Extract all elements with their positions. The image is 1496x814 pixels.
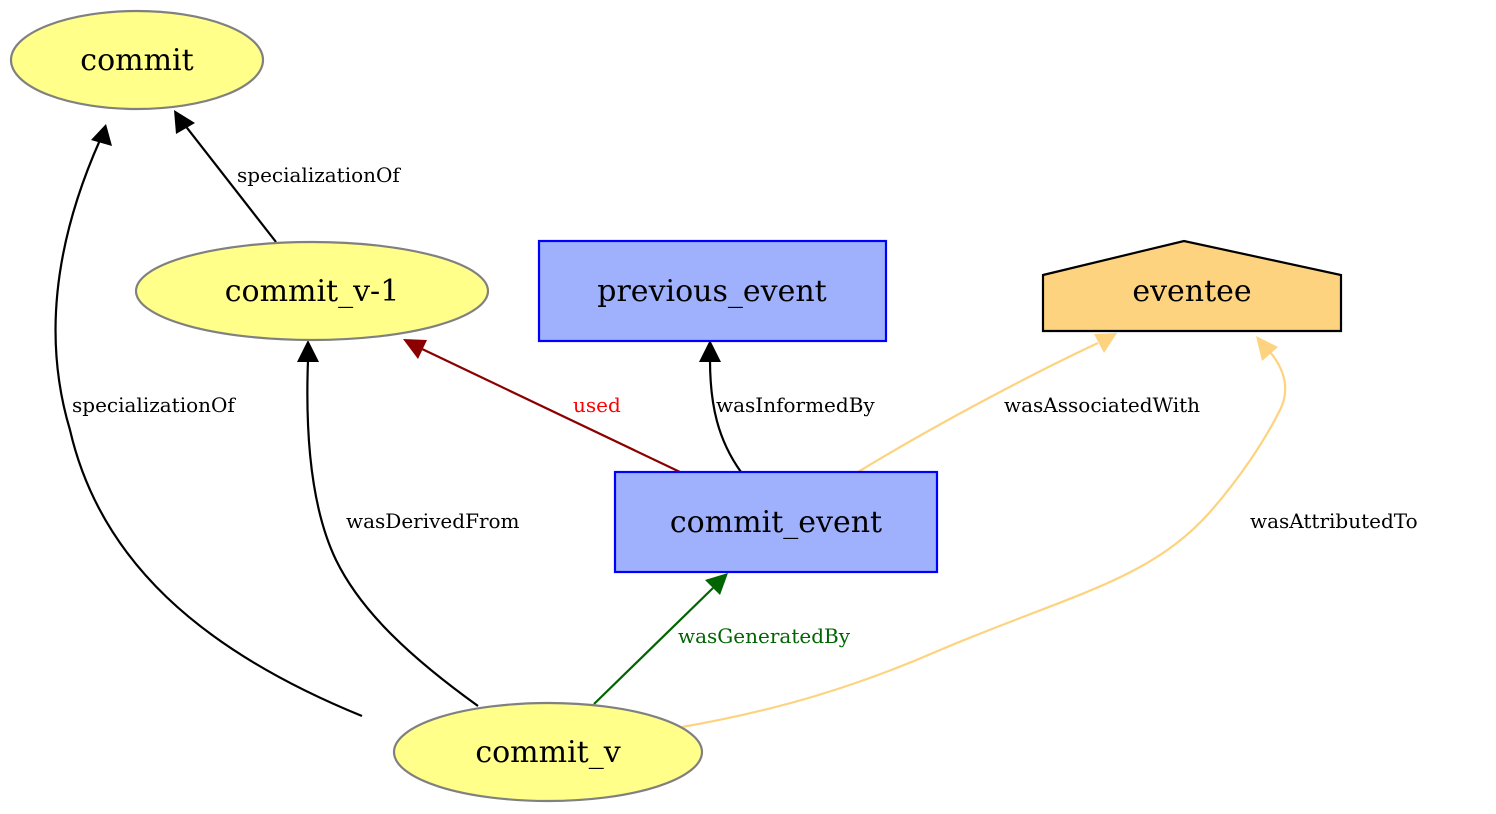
edge-label-specializationof-1: specializationOf (237, 163, 401, 187)
edge-was-derived-from: wasDerivedFrom (297, 340, 520, 707)
arrowhead (91, 124, 112, 146)
edge-was-associated-with: wasAssociatedWith (857, 333, 1200, 473)
edge-line (708, 359, 742, 473)
edge-line (681, 351, 1287, 729)
arrowhead (705, 573, 728, 595)
node-label: commit_v (475, 735, 620, 770)
node-label: commit_v-1 (225, 274, 400, 309)
edge-label-wasderivedfrom: wasDerivedFrom (346, 509, 520, 533)
arrowhead (699, 340, 721, 362)
node-commit-event[interactable]: commit_event (613, 470, 939, 574)
node-eventee[interactable]: eventee (1041, 239, 1343, 333)
node-commit[interactable]: commit (9, 9, 265, 111)
edge-label-wasinformedby: wasInformedBy (716, 393, 875, 417)
edge-was-generated-by: wasGeneratedBy (593, 573, 851, 705)
node-label: eventee (1132, 274, 1251, 309)
edge-label-specializationof-2: specializationOf (72, 393, 236, 417)
activity-box (613, 470, 939, 574)
activity-box (537, 239, 888, 343)
edge-line (419, 347, 681, 473)
arrowhead (1256, 336, 1278, 361)
edge-line (54, 139, 363, 718)
edge-specialization-v-to-commit: specializationOf (54, 124, 363, 718)
edge-label-wasgeneratedby: wasGeneratedBy (678, 624, 851, 648)
edge-label-used: used (573, 393, 621, 417)
arrowhead (297, 340, 319, 362)
node-label: previous_event (597, 274, 826, 309)
edge-line (593, 587, 714, 705)
edge-label-wasattributedto: wasAttributedTo (1250, 509, 1418, 533)
edge-line (183, 123, 277, 243)
entity-ellipse (392, 701, 704, 803)
edge-used: used (403, 339, 681, 473)
arrowhead (403, 339, 427, 359)
agent-house (1041, 239, 1343, 333)
edge-was-informed-by: wasInformedBy (699, 340, 875, 473)
edge-specialization-v1-to-commit: specializationOf (174, 110, 401, 243)
entity-ellipse (134, 240, 490, 342)
node-label: commit (80, 43, 193, 78)
node-commit-v-1[interactable]: commit_v-1 (134, 240, 490, 342)
node-label: commit_event (670, 505, 882, 540)
edge-line (857, 342, 1099, 473)
arrowhead (1094, 333, 1117, 353)
node-commit-v[interactable]: commit_v (392, 701, 704, 803)
edge-line (306, 359, 479, 707)
edge-label-wasassociatedwith: wasAssociatedWith (1004, 393, 1200, 417)
entity-ellipse (9, 9, 265, 111)
arrowhead (174, 110, 195, 134)
edge-was-attributed-to: wasAttributedTo (681, 336, 1418, 729)
node-previous-event[interactable]: previous_event (537, 239, 888, 343)
